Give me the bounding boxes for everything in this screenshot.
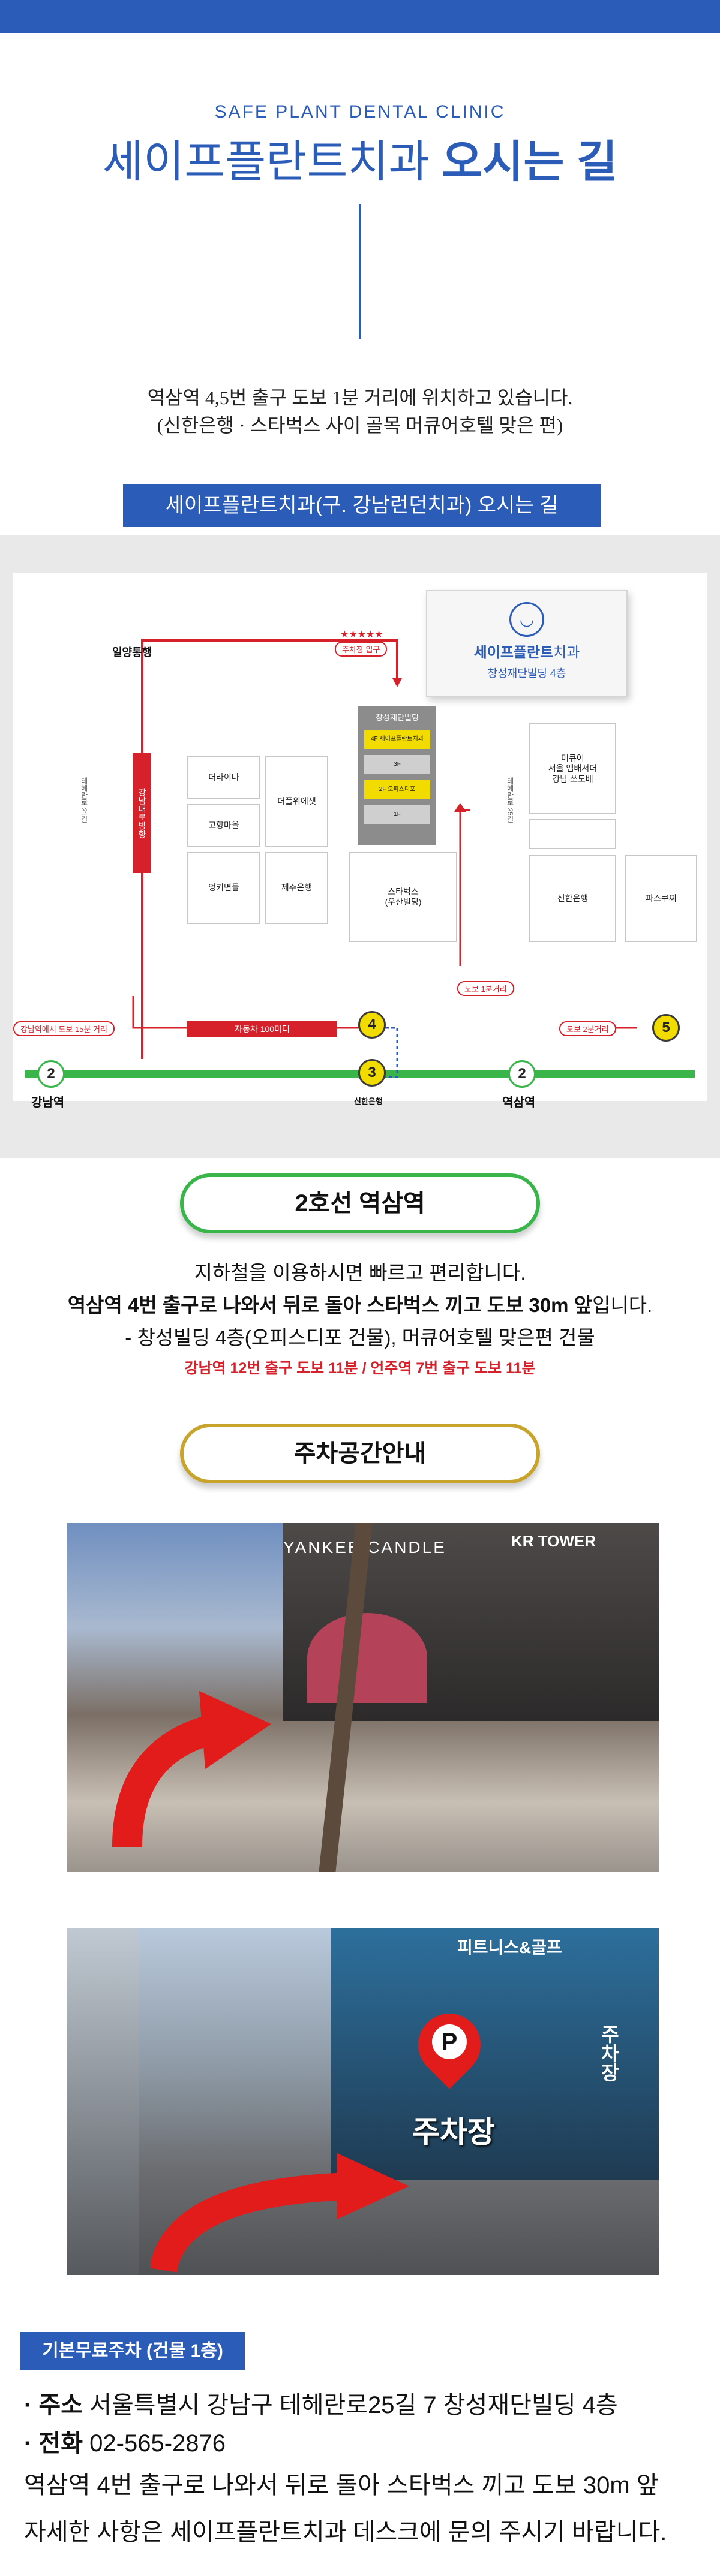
title-normal: 세이프플란트치과 <box>102 137 442 186</box>
parking-photo-2: 피트니스&골프 주차장 P 주차장 <box>67 1928 659 2275</box>
photo2-building <box>331 1928 659 2180</box>
rating-stars: ★★★★★ <box>340 630 383 640</box>
clinic-name-suffix: 치과 <box>553 645 580 661</box>
target-building: 창성재단빌딩 4F 세이프플란트치과 3F 2F 오피스디포 1F <box>358 706 436 845</box>
parking-p-icon: P <box>432 2024 467 2059</box>
photo2-arrow <box>151 2153 409 2273</box>
photo2-left-building <box>67 1928 139 2275</box>
station-yeoksam: 역삼역 <box>502 1096 536 1109</box>
walk-100m-tag: 자동차 100미터 <box>187 1021 337 1037</box>
subway-line-3: - 창성빌딩 4층(오피스디포 건물), 머큐어호텔 맞은편 건물 <box>125 1326 595 1349</box>
subway-line-2-end: 입니다. <box>592 1294 653 1316</box>
walk-from-gangnam-tag: 강남역에서 도보 15분 거리 <box>13 1021 115 1036</box>
floor-2: 2F 오피스디포 <box>364 780 430 799</box>
intro-line-2: (신한은행 · 스타벅스 사이 골목 머큐어호텔 맞은 편) <box>157 414 563 436</box>
parking-marker-text: 주차장 <box>412 2115 495 2149</box>
tooth-logo-icon: ◡ <box>509 602 544 637</box>
subway-pill: 2호선 역삼역 <box>180 1173 540 1233</box>
title-bold: 오시는 길 <box>442 137 618 186</box>
block-empty <box>529 819 616 849</box>
one-way-label: 일양통행 <box>112 646 152 658</box>
photo1-storefront <box>307 1613 427 1703</box>
phone-value: 02-565-2876 <box>83 2430 226 2457</box>
exit-4-marker: 4 <box>358 1011 386 1039</box>
directions-banner: 세이프플란트치과(구. 강남런던치과) 오시는 길 <box>123 484 601 527</box>
photo1-sign-2: KR TOWER <box>511 1532 596 1550</box>
shinhan-bottom: 신한은행 <box>354 1097 383 1106</box>
block-1: 더라이나 <box>187 756 260 799</box>
building-title: 창성재단빌딩 <box>376 713 419 722</box>
page-title: 세이프플란트치과 오시는 길 <box>0 126 720 190</box>
subtitle-en: SAFE PLANT DENTAL CLINIC <box>214 102 506 122</box>
intro-line-1: 역삼역 4,5번 출구 도보 1분 거리에 위치하고 있습니다. <box>147 387 573 408</box>
parking-entry-tag: 주차장 입구 <box>335 642 388 657</box>
block-5: 제주은행 <box>265 852 328 924</box>
free-parking-box: 기본무료주차 (건물 1층) <box>20 2332 245 2370</box>
block-9: 파스쿠찌 <box>625 855 697 942</box>
info-address: · 주소 서울특별시 강남구 테헤란로25길 7 창성재단빌딩 4층 <box>24 2385 708 2420</box>
block-7: 머큐어 서울 앰배서더 강남 쏘도베 <box>529 723 616 814</box>
line2-marker-right: 2 <box>508 1060 536 1088</box>
walk-2min-tag: 도보 2분거리 <box>559 1021 616 1036</box>
block-2: 고향마을 <box>187 804 260 847</box>
clinic-card: ◡ 세이프플란트치과 창성재단빌딩 4층 <box>426 590 628 697</box>
exit-5-marker: 5 <box>652 1014 680 1042</box>
floor-3: 3F <box>364 755 430 774</box>
road-left-label: 테헤란로 21길 <box>80 777 88 823</box>
photo2-sign-1: 피트니스&골프 <box>457 1938 562 1957</box>
info-line-4: 자세한 사항은 세이프플란트치과 데스크에 문의 주시기 바랍니다. <box>24 2519 667 2545</box>
phone-label: · 전화 <box>24 2430 83 2457</box>
block-8: 신한은행 <box>529 855 616 942</box>
photo1-arrow <box>112 1691 271 1847</box>
info-line-3: 역삼역 4번 출구로 나와서 뒤로 돌아 스타벅스 끼고 도보 30m 앞 <box>24 2472 659 2499</box>
parking-pill: 주차공간안내 <box>180 1424 540 1483</box>
clinic-building: 창성재단빌딩 4층 <box>487 667 566 679</box>
address-value: 서울특별시 강남구 테헤란로25길 7 창성재단빌딩 4층 <box>83 2392 618 2418</box>
divider-line <box>359 204 361 339</box>
map-canvas: 일양통행 주차장 입구 ★★★★★ ◡ 세이프플란트치과 창성재단빌딩 4층 창… <box>13 573 707 1109</box>
clinic-name: 세이프플란트 <box>473 645 554 661</box>
line2-marker-left: 2 <box>37 1060 65 1088</box>
floor-4: 4F 세이프플란트치과 <box>364 730 430 749</box>
block-4: 더플위에셋 <box>265 756 328 847</box>
subway-line-1: 지하철을 이용하시면 빠르고 편리합니다. <box>194 1262 526 1284</box>
block-6: 스타벅스 (우산빌딩) <box>349 852 457 942</box>
subway-line-4: 강남역 12번 출구 도보 11분 / 언주역 7번 출구 도보 11분 <box>184 1360 536 1377</box>
station-gangnam: 강남역 <box>31 1096 65 1109</box>
address-label: · 주소 <box>24 2392 83 2418</box>
photo2-sign-2: 주차장 <box>598 2024 620 2082</box>
top-bar <box>0 0 720 33</box>
parking-photo-1: YANKEE CANDLE KR TOWER <box>67 1523 659 1872</box>
walk-1min-tag: 도보 1분거리 <box>457 981 514 996</box>
subway-line-2-bold: 역삼역 4번 출구로 나와서 뒤로 돌아 스타벅스 끼고 도보 30m 앞 <box>67 1294 593 1316</box>
info-phone: · 전화 02-565-2876 <box>24 2424 708 2458</box>
location-map: 일양통행 주차장 입구 ★★★★★ ◡ 세이프플란트치과 창성재단빌딩 4층 창… <box>0 535 720 1158</box>
exit-3-marker: 3 <box>358 1059 386 1087</box>
red-route-vertical: 강남대로방향 <box>133 753 151 873</box>
floor-1: 1F <box>364 805 430 824</box>
subway-line-2: 역삼역 4번 출구로 나와서 뒤로 돌아 스타벅스 끼고 도보 30m 앞입니다… <box>0 1289 720 1318</box>
road-right-label: 테헤란로 25길 <box>506 777 514 823</box>
block-3: 엉키면들 <box>187 852 260 924</box>
